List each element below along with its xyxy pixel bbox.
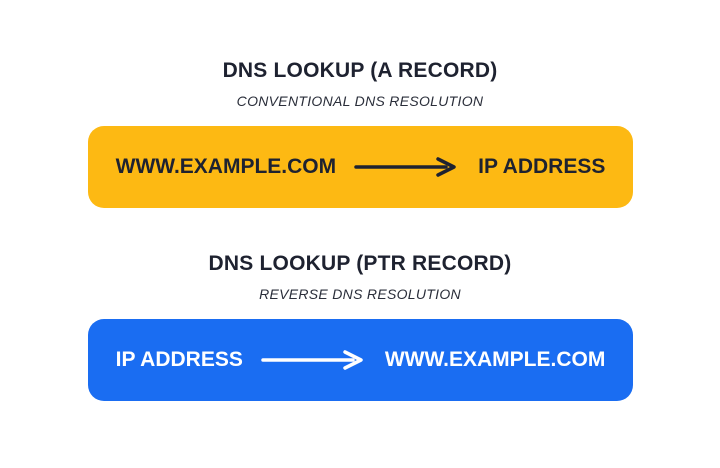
a-record-title: DNS LOOKUP (A RECORD) <box>222 59 498 82</box>
ptr-record-subtitle: REVERSE DNS RESOLUTION <box>259 286 461 302</box>
ptr-record-from-label: IP ADDRESS <box>115 348 243 371</box>
a-record-band: WWW.EXAMPLE.COM IP ADDRESS <box>88 126 633 208</box>
ptr-record-title: DNS LOOKUP (PTR RECORD) <box>208 252 512 275</box>
a-record-to-label: IP ADDRESS <box>478 155 606 178</box>
right-arrow-icon <box>354 157 456 177</box>
a-record-subtitle: CONVENTIONAL DNS RESOLUTION <box>236 93 484 109</box>
ptr-record-to-label: WWW.EXAMPLE.COM <box>384 348 606 371</box>
right-arrow-icon <box>261 350 363 370</box>
a-record-from-label: WWW.EXAMPLE.COM <box>115 155 337 178</box>
ptr-record-band: IP ADDRESS WWW.EXAMPLE.COM <box>88 319 633 401</box>
